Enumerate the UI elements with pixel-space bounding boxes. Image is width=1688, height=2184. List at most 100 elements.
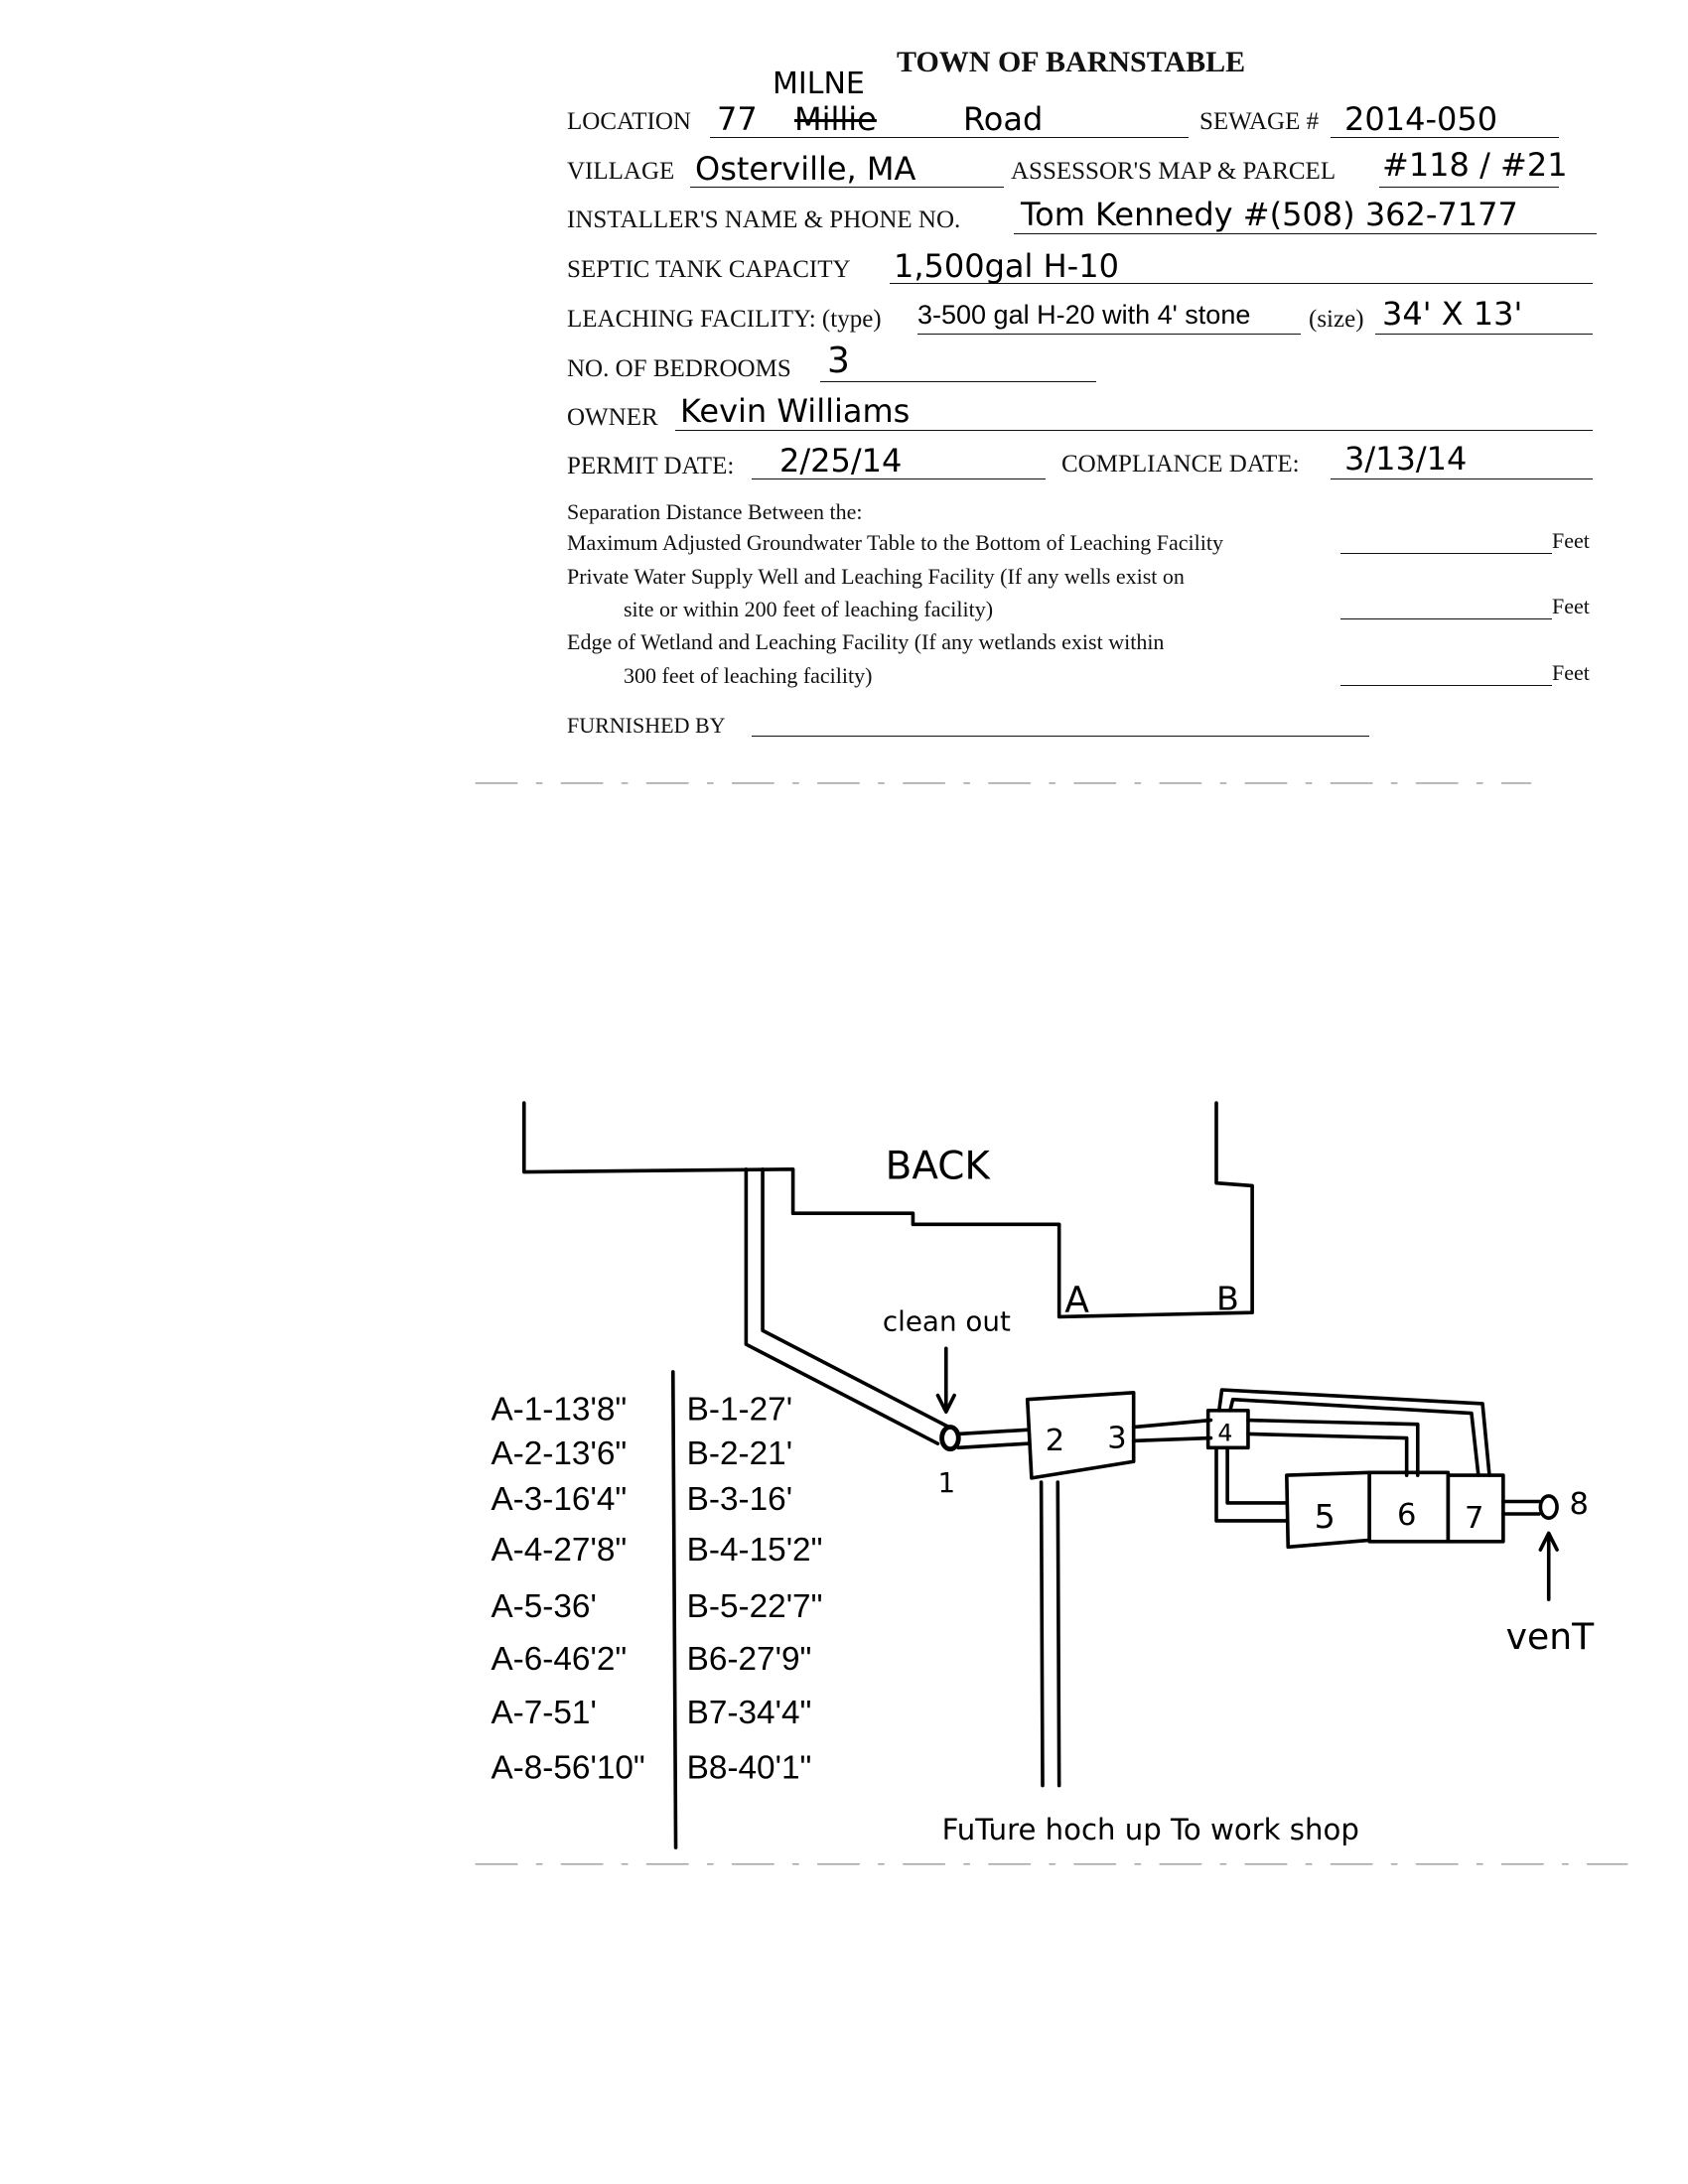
furnished-line (752, 736, 1369, 737)
chamber-7-label: 7 (1465, 1501, 1483, 1536)
form-title: TOWN OF BARNSTABLE (897, 46, 1246, 78)
owner-value: Kevin Williams (680, 392, 911, 430)
separation-unit-2: Feet (1552, 594, 1590, 618)
a-measurement: A-2-13'6" (491, 1435, 627, 1472)
leaching-size-value: 34' X 13' (1382, 295, 1523, 333)
pipe-to-dbox (1131, 1418, 1213, 1430)
septic-value: 1,500gal H-10 (894, 247, 1119, 285)
dbox-line-7 (1216, 1388, 1491, 1477)
leaching-size-label: (size) (1309, 306, 1364, 333)
village-label: VILLAGE (567, 158, 675, 185)
cleanout-label: clean out (883, 1304, 1011, 1337)
location-struck-street: Millie (794, 100, 877, 138)
chamber-6-label: 6 (1397, 1498, 1416, 1533)
a-measurement: A-3-16'4" (491, 1481, 627, 1518)
dbox-line-7 (1228, 1397, 1480, 1477)
septic-label: SEPTIC TANK CAPACITY (567, 256, 851, 283)
a-measurement: A-6-46'2" (491, 1641, 627, 1678)
installer-value: Tom Kennedy #(508) 362-7177 (1021, 196, 1518, 233)
node-1-label: 1 (937, 1466, 955, 1499)
b-measurement: B6-27'9" (687, 1641, 812, 1678)
pipe-to-dbox (1131, 1435, 1213, 1443)
b-measurements-list: B-1-27' B-2-21' B-3-16' B-4-15'2" B-5-22… (687, 1392, 823, 1787)
a-measurement: A-7-51' (491, 1695, 596, 1731)
a-measurement: A-1-13'8" (491, 1392, 627, 1429)
chamber-5-label: 5 (1315, 1497, 1336, 1536)
permit-value: 2/25/14 (779, 442, 903, 479)
permit-line (752, 478, 1046, 479)
corner-b-label: B (1216, 1279, 1239, 1317)
assessor-label: ASSESSOR'S MAP & PARCEL (1011, 158, 1336, 185)
a-measurements-list: A-1-13'8" A-2-13'6" A-3-16'4" A-4-27'8" … (491, 1392, 644, 1787)
location-line (710, 137, 1189, 138)
separation-line3a: Edge of Wetland and Leaching Facility (I… (567, 629, 1165, 654)
tank-3-label: 3 (1107, 1421, 1126, 1455)
a-measurement: A-4-27'8" (491, 1532, 627, 1569)
b-measurement: B-1-27' (687, 1392, 792, 1429)
compliance-label: COMPLIANCE DATE: (1061, 451, 1300, 478)
node-8-label: 8 (1570, 1487, 1589, 1522)
pipe-to-tank (956, 1441, 1030, 1450)
pipe-to-tank (956, 1428, 1030, 1436)
dbox-4-label: 4 (1217, 1419, 1232, 1446)
dbox-line-5 (1225, 1445, 1289, 1505)
cleanout-arrowhead (935, 1393, 956, 1415)
cleanout-circle (939, 1425, 961, 1452)
owner-line (675, 430, 1593, 431)
sewage-line (1331, 137, 1559, 138)
dbox-line-6 (1246, 1432, 1409, 1477)
b-measurement: B7-34'4" (687, 1695, 812, 1731)
septic-tank (1025, 1390, 1136, 1480)
installer-label: INSTALLER'S NAME & PHONE NO. (567, 206, 961, 233)
corner-a-label: A (1064, 1279, 1089, 1321)
separation-blank-2 (1340, 618, 1552, 619)
house-pipe-outer (744, 1166, 940, 1445)
separation-blank-3 (1340, 685, 1552, 686)
dbox-line-6 (1246, 1418, 1420, 1477)
village-line (690, 187, 1004, 188)
b-measurement: B8-40'1" (687, 1750, 812, 1787)
leaching-chamber-7 (1446, 1473, 1505, 1544)
vent-arrowhead (1538, 1531, 1559, 1552)
separation-line1: Maximum Adjusted Groundwater Table to th… (567, 530, 1223, 555)
house-outline (521, 1101, 1254, 1319)
a-measurement: A-8-56'10" (491, 1750, 644, 1787)
b-measurement: B-5-22'7" (687, 1588, 823, 1625)
septic-line (890, 283, 1593, 284)
assessor-value: #118 / #21 (1382, 146, 1568, 184)
location-correction: MILNE (773, 67, 865, 101)
vent-label: venT (1506, 1615, 1595, 1658)
assessor-line (1379, 187, 1559, 188)
location-label: LOCATION (567, 108, 691, 135)
leaching-size-line (1375, 334, 1593, 335)
separation-unit-3: Feet (1552, 660, 1590, 685)
village-value: Osterville, MA (695, 150, 916, 188)
sewage-label: SEWAGE # (1199, 108, 1320, 135)
bedrooms-value: 3 (827, 341, 850, 381)
bedrooms-label: NO. OF BEDROOMS (567, 355, 791, 382)
compliance-value: 3/13/14 (1344, 440, 1468, 478)
furnished-label: FURNISHED BY (567, 713, 726, 738)
separation-line2a: Private Water Supply Well and Leaching F… (567, 564, 1185, 589)
b-measurement: B-4-15'2" (687, 1532, 823, 1569)
future-pipe (1055, 1480, 1061, 1788)
location-number: 77 (717, 100, 758, 138)
leaching-type-value: 3-500 gal H-20 with 4' stone (917, 300, 1251, 330)
house-pipe-inner (761, 1166, 951, 1430)
location-street-suffix: Road (963, 100, 1044, 138)
leaching-type-line (917, 334, 1301, 335)
separation-unit-1: Feet (1552, 528, 1590, 553)
owner-label: OWNER (567, 404, 658, 431)
permit-label: PERMIT DATE: (567, 453, 735, 479)
b-measurement: B-2-21' (687, 1435, 792, 1472)
a-measurement: A-5-36' (491, 1588, 596, 1625)
tank-2-label: 2 (1046, 1424, 1064, 1458)
separation-line3b: 300 feet of leaching facility) (624, 663, 873, 688)
separation-line2b: site or within 200 feet of leaching faci… (624, 597, 994, 621)
vent-circle (1538, 1494, 1559, 1520)
compliance-line (1331, 478, 1593, 479)
measurement-divider (670, 1370, 678, 1849)
bedrooms-line (820, 381, 1096, 382)
